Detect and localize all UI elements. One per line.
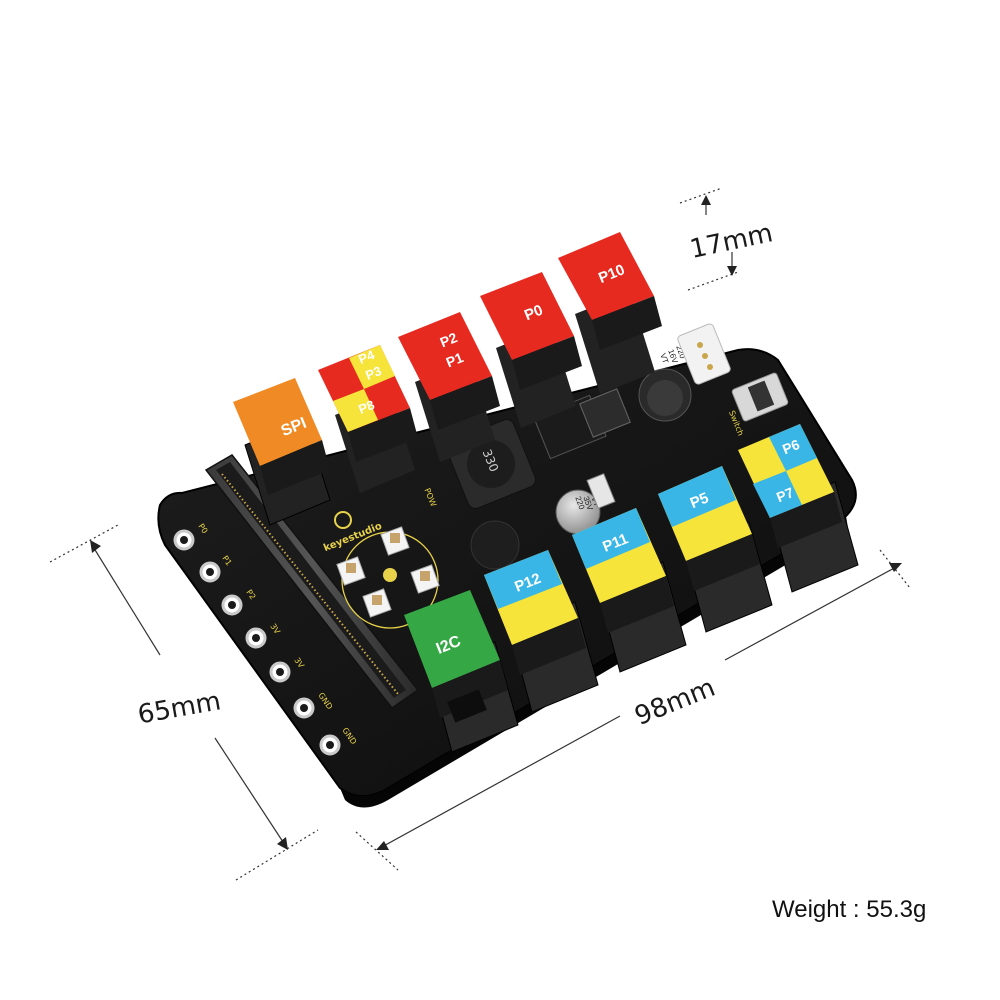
- port-label: P1: [444, 349, 466, 370]
- microbit-slot: [204, 454, 420, 710]
- edge-pin: [221, 594, 243, 616]
- edge-pin: [293, 697, 315, 719]
- dimension-annotations: [49, 187, 911, 881]
- length-label: 98mm: [631, 673, 720, 732]
- cap-small-label: 220: [573, 495, 586, 511]
- port-label: P0: [522, 302, 545, 325]
- edge-pins: [173, 529, 341, 756]
- connector-p8-p3-p4[interactable]: P8 P3 P4: [318, 345, 418, 493]
- connector-p11[interactable]: P11: [572, 508, 687, 673]
- connector-p5[interactable]: P5: [658, 466, 773, 633]
- cap-large-label: VT: [658, 352, 670, 365]
- rgb-leds: [336, 526, 440, 618]
- power-connector: [677, 323, 731, 385]
- port-label: P7: [774, 484, 796, 505]
- connector-spi[interactable]: SPI: [233, 378, 331, 526]
- port-label: P2: [438, 329, 460, 350]
- connector-p0[interactable]: P0: [480, 272, 582, 428]
- port-label: P4: [356, 347, 377, 367]
- connector-p12[interactable]: P12: [484, 550, 599, 713]
- edge-pin: [269, 661, 291, 683]
- reset-switch[interactable]: [586, 473, 616, 509]
- port-label: P8: [356, 397, 376, 417]
- connector-p2-p1[interactable]: P2 P1: [398, 312, 500, 462]
- edge-pin: [199, 561, 221, 583]
- edge-pin: [245, 627, 267, 649]
- connector-p6-p7[interactable]: P6 P7: [738, 424, 859, 593]
- power-switch[interactable]: [731, 372, 789, 422]
- connector-i2c[interactable]: I2C: [404, 590, 519, 753]
- edge-pin: [319, 734, 341, 756]
- width-label: 65mm: [136, 686, 224, 730]
- port-label: P3: [363, 363, 383, 383]
- large-capacitor: 220 16V VT: [638, 344, 692, 422]
- buzzer: [470, 520, 520, 570]
- weight-label: Weight : 55.3g: [772, 896, 927, 923]
- port-label: P5: [688, 489, 711, 512]
- port-label: P6: [780, 436, 802, 457]
- connector-p10[interactable]: P10: [558, 232, 662, 394]
- edge-pin: [173, 529, 195, 551]
